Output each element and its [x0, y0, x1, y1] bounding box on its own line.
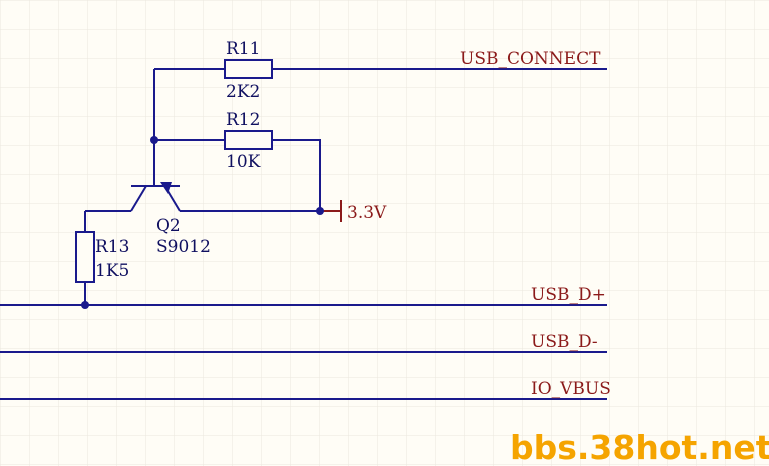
net-label-usb-dm: USB_D-: [531, 332, 598, 352]
r11-resistor-body: [224, 59, 273, 79]
r13-resistor-body: [75, 231, 95, 283]
q2-transistor-symbol: [130, 182, 181, 212]
net-label-io-vbus: IO_VBUS: [531, 379, 611, 399]
r12-resistor-body: [224, 130, 273, 150]
r11-designator: R11: [226, 39, 260, 59]
net-label-usb-connect: USB_CONNECT: [460, 49, 601, 69]
net-label-power: 3.3V: [347, 203, 387, 223]
net-label-usb-dp: USB_D+: [531, 285, 606, 305]
r13-designator: R13: [95, 237, 129, 257]
wire-r12: [154, 139, 321, 211]
r13-value: 1K5: [95, 261, 129, 281]
junction-dot: [150, 136, 158, 144]
junction-dot: [81, 301, 89, 309]
watermark-text: bbs.38hot.net: [510, 428, 769, 466]
junction-dot: [316, 207, 324, 215]
q2-designator: Q2: [156, 216, 181, 236]
r11-value: 2K2: [226, 82, 260, 102]
q2-value: S9012: [156, 237, 211, 257]
r12-designator: R12: [226, 110, 260, 130]
r12-value: 10K: [226, 152, 261, 172]
